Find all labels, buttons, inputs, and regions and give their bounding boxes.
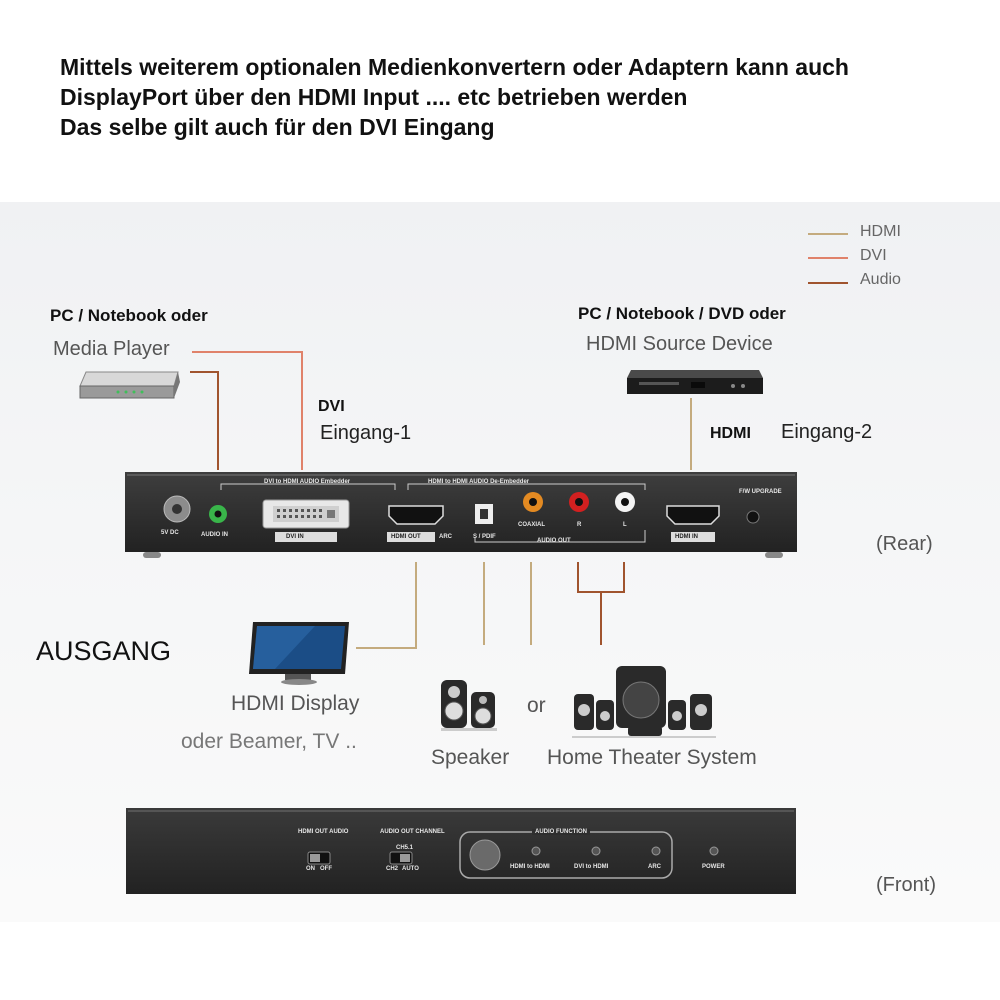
rear-hdmi-group-label: HDMI to HDMI AUDIO De-Embedder — [428, 479, 530, 485]
front-hdmi-out-audio-label: HDMI OUT AUDIO — [298, 829, 349, 835]
legend-dvi-label: DVI — [860, 247, 887, 264]
ausgang-label: AUSGANG — [36, 636, 172, 666]
rear-l-label: L — [623, 522, 627, 528]
front-auto-label: AUTO — [402, 866, 419, 872]
right-source-sub: HDMI Source Device — [586, 333, 773, 355]
rear-panel — [125, 472, 797, 558]
home-theater-image — [572, 666, 716, 738]
audio-line-rl — [577, 562, 625, 593]
rear-hdmi-out-label: HDMI OUT — [391, 534, 421, 540]
header-text: Mittels weiterem optionalen Medienkonver… — [60, 52, 849, 142]
header-line-3: Das selbe gilt auch für den DVI Eingang — [60, 114, 495, 140]
media-player-image — [79, 371, 180, 399]
rear-fw-label: F/W UPGRADE — [739, 489, 782, 495]
display-label: HDMI Display — [231, 692, 360, 715]
rear-coaxial-label: COAXIAL — [518, 522, 545, 528]
rear-r-label: R — [577, 522, 582, 528]
rear-audio-in-label: AUDIO IN — [201, 532, 228, 538]
hdmi-display-image — [249, 622, 349, 685]
right-source-title: PC / Notebook / DVD oder — [578, 304, 786, 323]
front-on-label: ON — [306, 866, 315, 872]
front-off-label: OFF — [320, 866, 332, 872]
left-source-title: PC / Notebook oder — [50, 306, 208, 325]
front-arc-label: ARC — [648, 864, 661, 870]
audio-line-source — [190, 371, 219, 470]
rear-dc-label: 5V DC — [161, 530, 179, 536]
rear-dvi-group-label: DVI to HDMI AUDIO Embedder — [264, 479, 351, 485]
legend-audio-label: Audio — [860, 271, 901, 288]
front-panel — [126, 808, 796, 894]
front-audio-function-label: AUDIO FUNCTION — [532, 829, 590, 835]
front-ch2-label: CH2 — [386, 866, 399, 872]
rear-spdif-label: S / PDIF — [473, 534, 496, 540]
legend-dvi-swatch — [808, 257, 848, 259]
hdmi-label: HDMI — [710, 425, 751, 442]
front-hdmi-to-hdmi-label: HDMI to HDMI — [510, 864, 550, 870]
front-ch-label: CH5.1 — [396, 845, 414, 851]
header-line-1: Mittels weiterem optionalen Medienkonver… — [60, 54, 849, 80]
header-line-2: DisplayPort über den HDMI Input .... etc… — [60, 84, 688, 110]
front-audio-out-channel-label: AUDIO OUT CHANNEL — [380, 829, 445, 835]
home-theater-label: Home Theater System — [547, 746, 757, 769]
hdmi-line-display — [356, 562, 417, 649]
front-dvi-to-hdmi-label: DVI to HDMI — [574, 864, 609, 870]
front-power-label: POWER — [702, 864, 725, 870]
rear-arc-label: ARC — [439, 534, 452, 540]
speaker-label: Speaker — [431, 746, 510, 769]
dvi-input-label: Eingang-1 — [320, 422, 412, 444]
legend-audio-swatch — [808, 282, 848, 284]
dvi-line-source — [192, 351, 303, 470]
or-label: or — [527, 694, 546, 717]
rear-hdmi-in-label: HDMI IN — [675, 534, 698, 540]
rear-audio-out-label: AUDIO OUT — [537, 538, 571, 544]
legend-hdmi-label: HDMI — [860, 223, 901, 240]
rear-caption: (Rear) — [876, 533, 933, 555]
front-caption: (Front) — [876, 874, 936, 896]
left-source-sub: Media Player — [53, 338, 170, 360]
display-sub-label: oder Beamer, TV .. — [181, 730, 357, 753]
rear-dvi-in-label: DVI IN — [286, 534, 304, 540]
diagram-panel — [0, 202, 1000, 922]
hdmi-input-label: Eingang-2 — [781, 421, 873, 443]
dvi-label: DVI — [318, 398, 345, 415]
speaker-image — [441, 680, 497, 731]
dvd-player-image — [627, 370, 763, 394]
legend-hdmi-swatch — [808, 233, 848, 235]
